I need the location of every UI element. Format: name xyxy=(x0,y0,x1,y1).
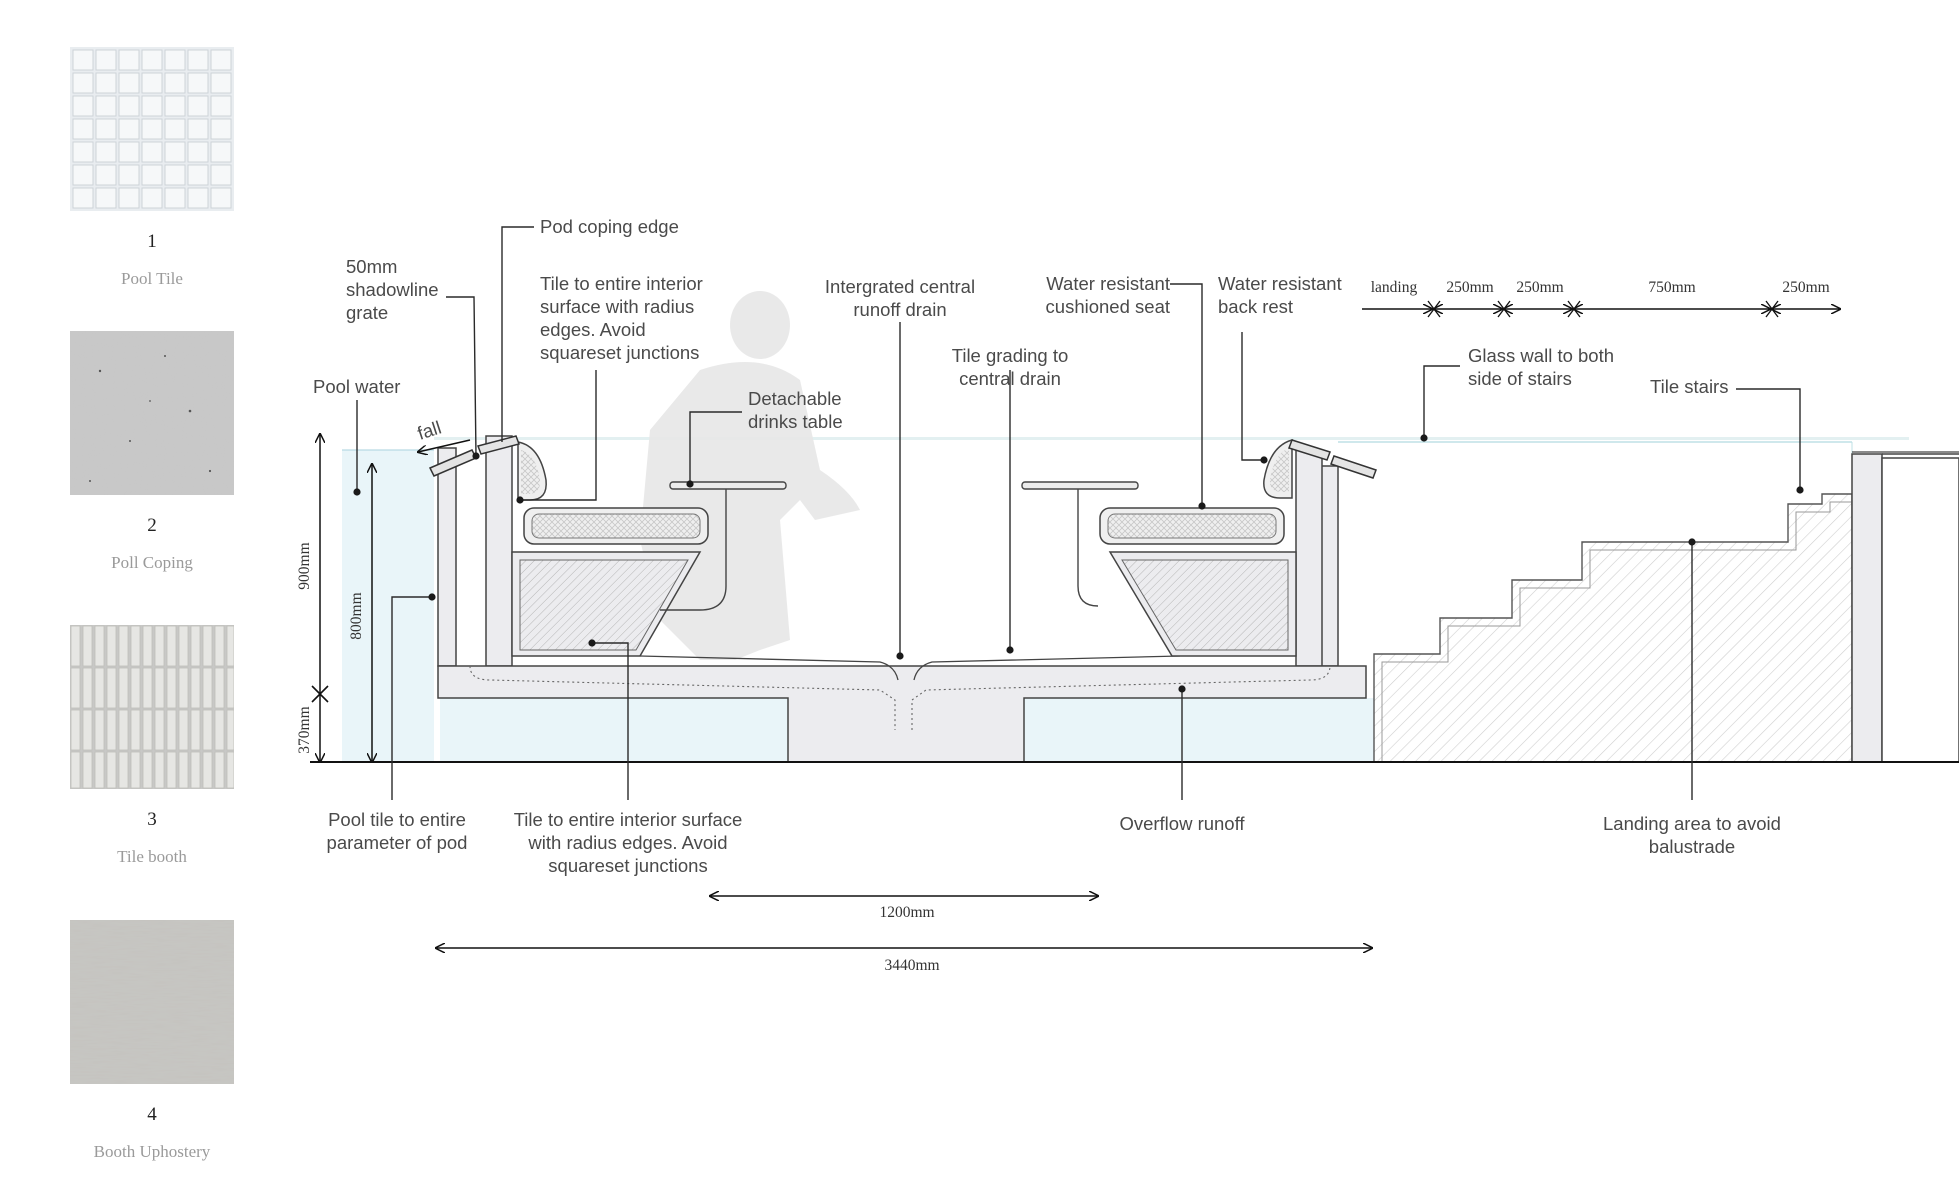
pool-water-area xyxy=(342,450,434,762)
coping-edges xyxy=(428,435,1377,479)
label-central-drain: Intergrated central runoff drain xyxy=(825,276,975,320)
svg-text:edges. Avoid: edges. Avoid xyxy=(540,319,646,340)
svg-text:runoff drain: runoff drain xyxy=(853,299,946,320)
label-tile-interior-top: Tile to entire interior surface with rad… xyxy=(540,273,703,363)
label-pod-coping-edge: Pod coping edge xyxy=(540,216,679,237)
coping-swatch-icon xyxy=(70,331,234,495)
label-back-rest: Water resistant back rest xyxy=(1218,273,1342,317)
dim-landing: landing xyxy=(1371,279,1418,296)
label-shadowline-grate: 50mm shadowline grate xyxy=(346,256,439,323)
upholstery-swatch-icon xyxy=(70,920,234,1084)
pool-tile-swatch-icon xyxy=(70,47,234,211)
dim-250mm-c: 250mm xyxy=(1782,279,1829,296)
dim-750mm: 750mm xyxy=(1648,279,1695,296)
svg-text:shadowline: shadowline xyxy=(346,279,439,300)
svg-text:Glass wall to both: Glass wall to both xyxy=(1468,345,1614,366)
label-landing-area: Landing area to avoid balustrade xyxy=(1603,813,1781,857)
label-glass-wall: Glass wall to both side of stairs xyxy=(1468,345,1614,389)
material-number: 2 xyxy=(147,515,157,536)
svg-text:Landing area to avoid: Landing area to avoid xyxy=(1603,813,1781,834)
svg-text:parameter of pod: parameter of pod xyxy=(327,832,468,853)
label-drinks-table: Detachable drinks table xyxy=(748,388,843,432)
dim-3440mm: 3440mm xyxy=(884,957,939,974)
pool-water-under-left xyxy=(440,698,788,762)
svg-text:cushioned seat: cushioned seat xyxy=(1046,296,1170,317)
left-booth xyxy=(511,441,709,657)
material-pool-tile: 1 Pool Tile xyxy=(70,47,234,289)
svg-text:Tile to entire interior: Tile to entire interior xyxy=(540,273,703,294)
svg-text:back rest: back rest xyxy=(1218,296,1293,317)
material-number: 3 xyxy=(147,809,157,830)
material-booth-upholstery: 4 Booth Uphostery xyxy=(70,920,234,1162)
material-name: Pool Tile xyxy=(121,269,183,288)
svg-text:surface with radius: surface with radius xyxy=(540,296,694,317)
dim-250mm-a: 250mm xyxy=(1446,279,1493,296)
material-pool-coping: 2 Poll Coping xyxy=(70,331,234,573)
drinks-tables xyxy=(660,481,1139,611)
label-overflow-runoff: Overflow runoff xyxy=(1119,813,1245,834)
material-tile-booth: 3 Tile booth xyxy=(70,625,234,867)
tile-stairs xyxy=(1373,493,1853,763)
label-tile-grading: Tile grading to central drain xyxy=(952,345,1069,389)
label-cushioned-seat: Water resistant cushioned seat xyxy=(1046,273,1170,317)
pool-water-under-right xyxy=(1024,698,1374,762)
material-name: Poll Coping xyxy=(111,553,193,572)
svg-text:balustrade: balustrade xyxy=(1649,836,1735,857)
svg-text:Tile grading to: Tile grading to xyxy=(952,345,1069,366)
svg-text:drinks table: drinks table xyxy=(748,411,843,432)
label-tile-interior-bottom: Tile to entire interior surface with rad… xyxy=(514,809,743,876)
material-name: Tile booth xyxy=(117,847,187,866)
svg-text:with radius edges. Avoid: with radius edges. Avoid xyxy=(527,832,727,853)
svg-text:squareset junctions: squareset junctions xyxy=(548,855,707,876)
svg-text:Detachable: Detachable xyxy=(748,388,842,409)
dim-250mm-b: 250mm xyxy=(1516,279,1563,296)
dim-1200mm: 1200mm xyxy=(879,904,934,921)
label-tile-stairs: Tile stairs xyxy=(1650,376,1728,397)
svg-text:50mm: 50mm xyxy=(346,256,397,277)
seated-person-silhouette xyxy=(640,291,860,660)
material-number: 1 xyxy=(147,231,157,252)
material-number: 4 xyxy=(147,1104,157,1125)
svg-text:Water resistant: Water resistant xyxy=(1218,273,1342,294)
right-booth xyxy=(1099,439,1297,657)
svg-text:Intergrated central: Intergrated central xyxy=(825,276,975,297)
label-pool-tile-perimeter: Pool tile to entire parameter of pod xyxy=(327,809,468,853)
svg-text:squareset junctions: squareset junctions xyxy=(540,342,699,363)
svg-text:side of stairs: side of stairs xyxy=(1468,368,1572,389)
pod-shell xyxy=(437,435,1367,763)
booth-tile-swatch-icon xyxy=(70,625,234,789)
dim-370mm: 370mm xyxy=(296,706,313,753)
stair-dimensions: landing 250mm 250mm 750mm 250mm xyxy=(1362,279,1840,318)
label-pool-water: Pool water xyxy=(313,376,400,397)
dim-800mm: 800mm xyxy=(348,592,365,639)
leader-lines xyxy=(353,226,1804,800)
material-name: Booth Uphostery xyxy=(93,1142,211,1161)
dim-900mm: 900mm xyxy=(296,542,313,589)
svg-text:Water resistant: Water resistant xyxy=(1046,273,1170,294)
svg-text:grate: grate xyxy=(346,302,388,323)
svg-text:Tile to entire interior surfac: Tile to entire interior surface xyxy=(514,809,743,830)
svg-text:Pool tile to entire: Pool tile to entire xyxy=(328,809,466,830)
svg-text:central drain: central drain xyxy=(959,368,1061,389)
